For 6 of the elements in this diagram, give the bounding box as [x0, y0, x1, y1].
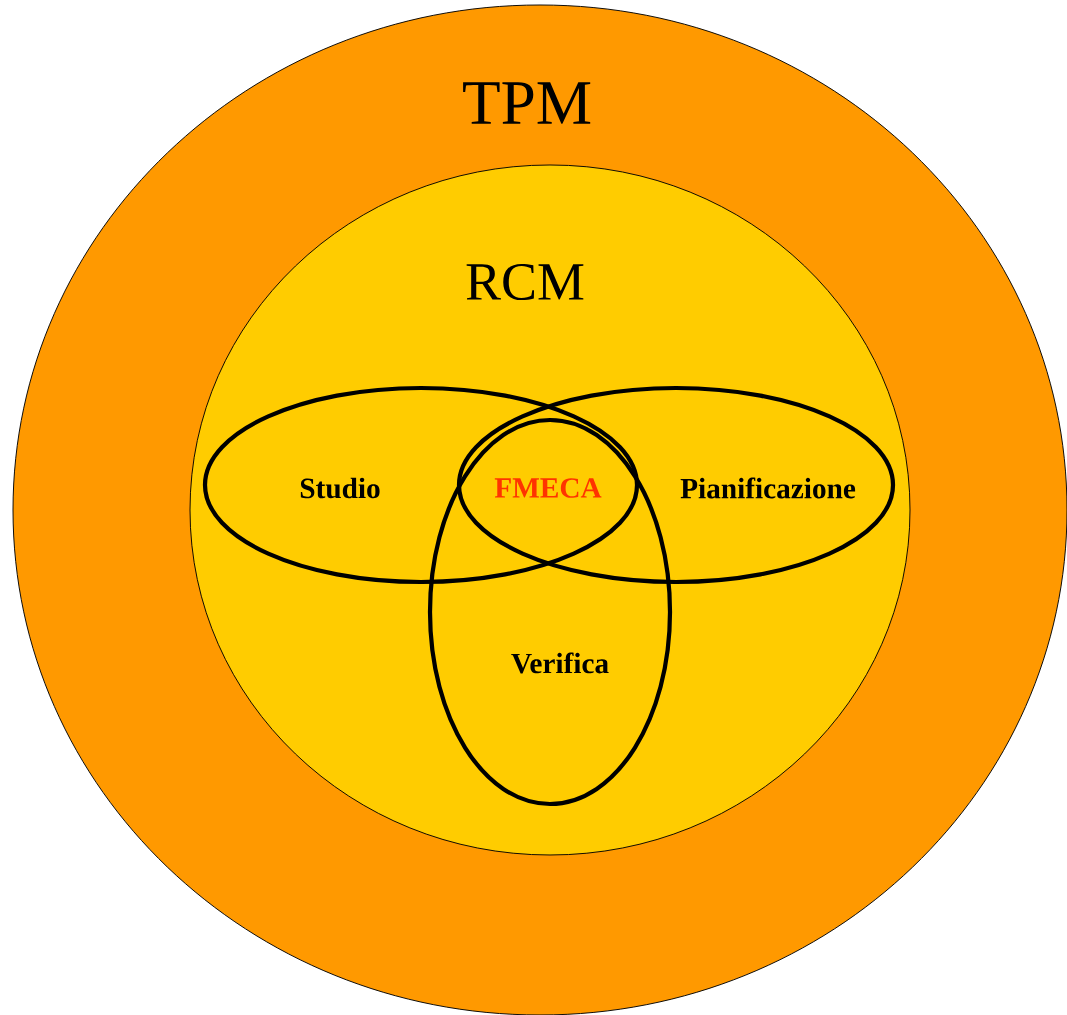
ellipse-label: Pianificazione	[680, 477, 856, 499]
overlap-label: FMECA	[494, 478, 602, 498]
circle-label: TPM	[463, 82, 591, 124]
circle-label: RCM	[466, 263, 584, 301]
ellipse-label: Studio	[300, 477, 380, 499]
ellipse-label: Verifica	[511, 652, 609, 674]
